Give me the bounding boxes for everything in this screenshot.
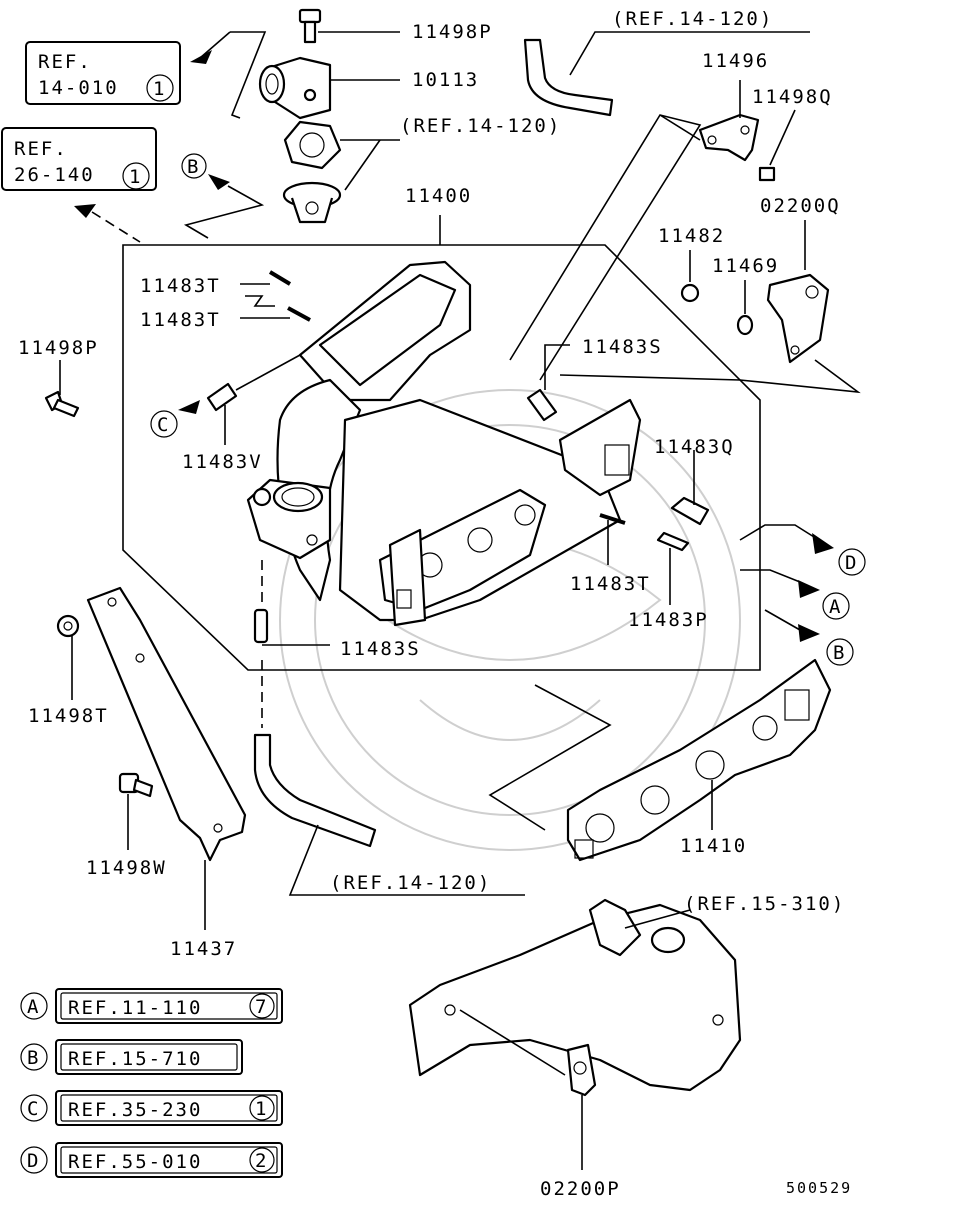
label-11483T-a: 11483T bbox=[140, 275, 221, 297]
label-ref-14-120-b: (REF.14-120) bbox=[400, 115, 561, 137]
arrow-B-right: B bbox=[798, 624, 854, 666]
label-11483T-b: 11483T bbox=[140, 309, 221, 331]
bolt-11498P-top[interactable] bbox=[298, 8, 322, 44]
label-10113: 10113 bbox=[412, 69, 479, 91]
bracket-02200P[interactable] bbox=[566, 1043, 597, 1097]
label-11498P-top: 11498P bbox=[412, 21, 493, 43]
arrow-C-letter: C bbox=[157, 414, 170, 436]
nut-11482[interactable] bbox=[680, 283, 700, 303]
diagram-code: 500529 bbox=[786, 1179, 852, 1197]
pin-11483T-b[interactable] bbox=[287, 306, 311, 322]
legend-D-ref: REF.55-010 bbox=[68, 1151, 202, 1173]
stay-11437[interactable] bbox=[86, 586, 247, 862]
manifold-group-frame bbox=[122, 244, 761, 671]
legend-row-D: D REF.55-010 2 bbox=[20, 1142, 283, 1178]
label-ref-14-120-c: (REF.14-120) bbox=[330, 872, 491, 894]
bolt-11498W[interactable] bbox=[118, 772, 154, 798]
pin-11483Q[interactable] bbox=[670, 496, 710, 526]
nut-11498T[interactable] bbox=[56, 614, 80, 638]
watermark-emblem bbox=[279, 389, 741, 851]
pin-11483T-c[interactable] bbox=[599, 513, 626, 525]
legend-row-A: A REF.11-110 7 bbox=[20, 988, 283, 1024]
pin-11483P[interactable] bbox=[656, 531, 690, 552]
label-11410: 11410 bbox=[680, 835, 747, 857]
bracket-02200Q[interactable] bbox=[766, 273, 830, 364]
label-02200Q: 02200Q bbox=[760, 195, 841, 217]
label-11483V: 11483V bbox=[182, 451, 263, 473]
gasket-11410[interactable] bbox=[566, 658, 832, 862]
label-11498Q: 11498Q bbox=[752, 86, 833, 108]
label-11496: 11496 bbox=[702, 50, 769, 72]
ref-box-14-010-line1: REF. bbox=[38, 51, 92, 73]
legend-A-ref: REF.11-110 bbox=[68, 997, 202, 1019]
hose-top[interactable] bbox=[523, 38, 614, 117]
exhaust-manifold[interactable] bbox=[408, 898, 742, 1092]
bracket-11496[interactable] bbox=[698, 113, 760, 162]
label-ref-15-310: (REF.15-310) bbox=[684, 893, 845, 915]
arrow-to-ref-26-140 bbox=[74, 204, 96, 218]
bolt-11498P-left[interactable] bbox=[44, 390, 80, 418]
label-11400: 11400 bbox=[405, 185, 472, 207]
label-11437: 11437 bbox=[170, 938, 237, 960]
arrow-C-left: C bbox=[150, 400, 200, 438]
label-11483Q: 11483Q bbox=[654, 436, 735, 458]
thermostat[interactable] bbox=[282, 181, 342, 224]
legend-C-ref: REF.35-230 bbox=[68, 1099, 202, 1121]
thermostat-housing[interactable] bbox=[246, 478, 332, 560]
arrow-B-letter: B bbox=[833, 642, 846, 664]
legend-C-letter: C bbox=[27, 1098, 40, 1120]
legend-C-num: 1 bbox=[255, 1098, 268, 1120]
label-11483S-top: 11483S bbox=[582, 336, 663, 358]
label-11483S-bottom: 11483S bbox=[340, 638, 421, 660]
pin-11483S-top[interactable] bbox=[526, 388, 558, 422]
gasket-top[interactable] bbox=[283, 120, 342, 170]
arrow-B-top-letter: B bbox=[187, 156, 200, 178]
ref-box-14-010: REF. 14-010 1 bbox=[25, 41, 181, 105]
label-02200P: 02200P bbox=[540, 1178, 621, 1200]
label-11483P: 11483P bbox=[628, 609, 709, 631]
arrow-A-right: A bbox=[798, 580, 850, 620]
label-11498P-left: 11498P bbox=[18, 337, 99, 359]
ref-box-14-010-line2: 14-010 bbox=[38, 77, 119, 99]
legend-D-letter: D bbox=[27, 1150, 40, 1172]
legend-row-C: C REF.35-230 1 bbox=[20, 1090, 283, 1126]
legend-B-ref: REF.15-710 bbox=[68, 1048, 202, 1070]
arrow-B-top: B bbox=[181, 153, 265, 239]
arrow-A-letter: A bbox=[829, 596, 842, 618]
intake-manifold-11400[interactable] bbox=[276, 260, 642, 627]
ref-box-26-140: REF. 26-140 1 bbox=[1, 127, 157, 191]
pin-11483S-bottom[interactable] bbox=[253, 608, 269, 644]
label-ref-14-120-a: (REF.14-120) bbox=[612, 8, 773, 30]
legend-row-B: B REF.15-710 bbox=[20, 1039, 243, 1075]
ref-box-26-140-line1: REF. bbox=[14, 138, 68, 160]
label-11498W: 11498W bbox=[86, 857, 167, 879]
label-11498T: 11498T bbox=[28, 705, 109, 727]
washer-11469[interactable] bbox=[736, 314, 754, 336]
label-11483T-c: 11483T bbox=[570, 573, 651, 595]
label-11482: 11482 bbox=[658, 225, 725, 247]
arrow-D-letter: D bbox=[845, 552, 858, 574]
legend-A-letter: A bbox=[27, 996, 40, 1018]
legend-B-letter: B bbox=[27, 1047, 40, 1069]
arrow-D-right: D bbox=[739, 524, 866, 576]
bolt-11498Q[interactable] bbox=[758, 166, 776, 182]
ref-box-14-010-num: 1 bbox=[153, 78, 166, 100]
hose-lower[interactable] bbox=[253, 733, 377, 848]
pin-11483T-a[interactable] bbox=[268, 270, 292, 286]
ref-box-26-140-num: 1 bbox=[129, 166, 142, 188]
ref-box-26-140-line2: 26-140 bbox=[14, 164, 95, 186]
label-11469: 11469 bbox=[712, 255, 779, 277]
water-outlet-10113[interactable] bbox=[258, 56, 332, 120]
pin-11483V[interactable] bbox=[206, 382, 238, 412]
legend-D-num: 2 bbox=[255, 1150, 268, 1172]
legend-A-num: 7 bbox=[255, 996, 268, 1018]
